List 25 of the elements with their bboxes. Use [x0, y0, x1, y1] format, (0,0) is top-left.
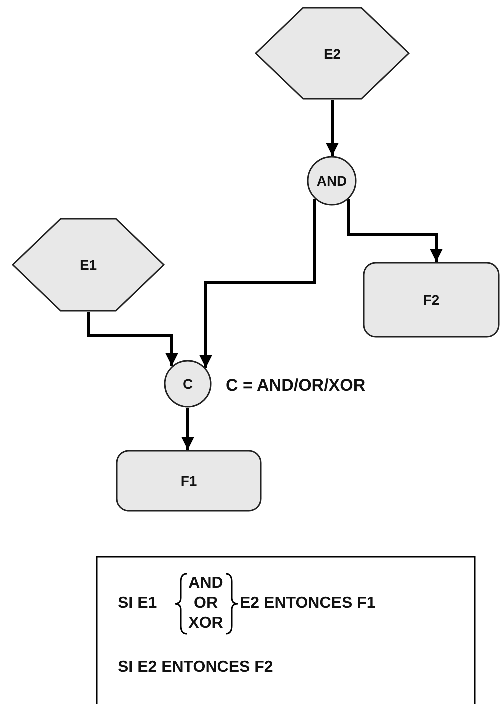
node-label: E1 — [80, 258, 98, 272]
gate-circle — [307, 156, 357, 206]
node-label: F1 — [180, 474, 198, 488]
process-box — [363, 262, 500, 338]
hexagon-node — [255, 7, 410, 100]
rule-panel — [96, 556, 476, 704]
rule-text: SI E2 ENTONCES F2 — [118, 660, 274, 676]
node-label: F2 — [423, 293, 440, 307]
rule-text: SI E1 — [118, 596, 158, 612]
arrow — [326, 100, 339, 156]
node-label: C — [182, 377, 194, 391]
node-label: E2 — [324, 46, 342, 60]
operator-option: XOR — [188, 616, 224, 632]
rule-text: E2 ENTONCES F1 — [240, 596, 376, 612]
gate-circle — [164, 360, 212, 408]
operator-option: AND — [188, 576, 224, 592]
process-box — [116, 450, 262, 512]
operator-option: OR — [194, 596, 218, 612]
arrow — [348, 199, 443, 262]
side-note: C = AND/OR/XOR — [226, 377, 366, 394]
node-label: AND — [316, 174, 348, 188]
arrow — [182, 408, 194, 450]
hexagon-node — [12, 218, 165, 312]
arrow — [200, 199, 316, 368]
arrow — [87, 312, 178, 366]
